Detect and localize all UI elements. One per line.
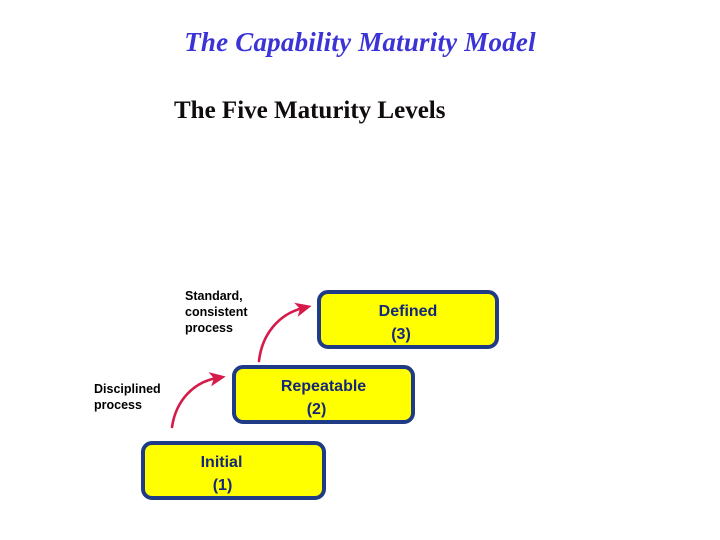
maturity-level-name: Defined (378, 303, 438, 320)
annotation-disciplined-process: Disciplined process (94, 382, 161, 412)
page-subtitle: The Five Maturity Levels (174, 97, 446, 124)
maturity-level-number: (3) (391, 326, 411, 343)
arrow-initial-to-repeatable (170, 372, 226, 429)
page-title: The Capability Maturity Model (184, 27, 536, 57)
maturity-level-box-initial[interactable]: Initial (1) (141, 441, 326, 500)
maturity-level-name: Initial (200, 454, 243, 471)
maturity-level-number: (1) (212, 477, 233, 494)
annotation-standard-consistent-process: Standard, consistent process (185, 289, 248, 335)
maturity-level-box-defined[interactable]: Defined (3) (317, 290, 499, 349)
maturity-level-number: (2) (306, 401, 327, 418)
maturity-level-name: Repeatable (280, 378, 367, 395)
maturity-level-box-repeatable[interactable]: Repeatable (2) (232, 365, 415, 424)
arrow-repeatable-to-defined (257, 302, 312, 363)
